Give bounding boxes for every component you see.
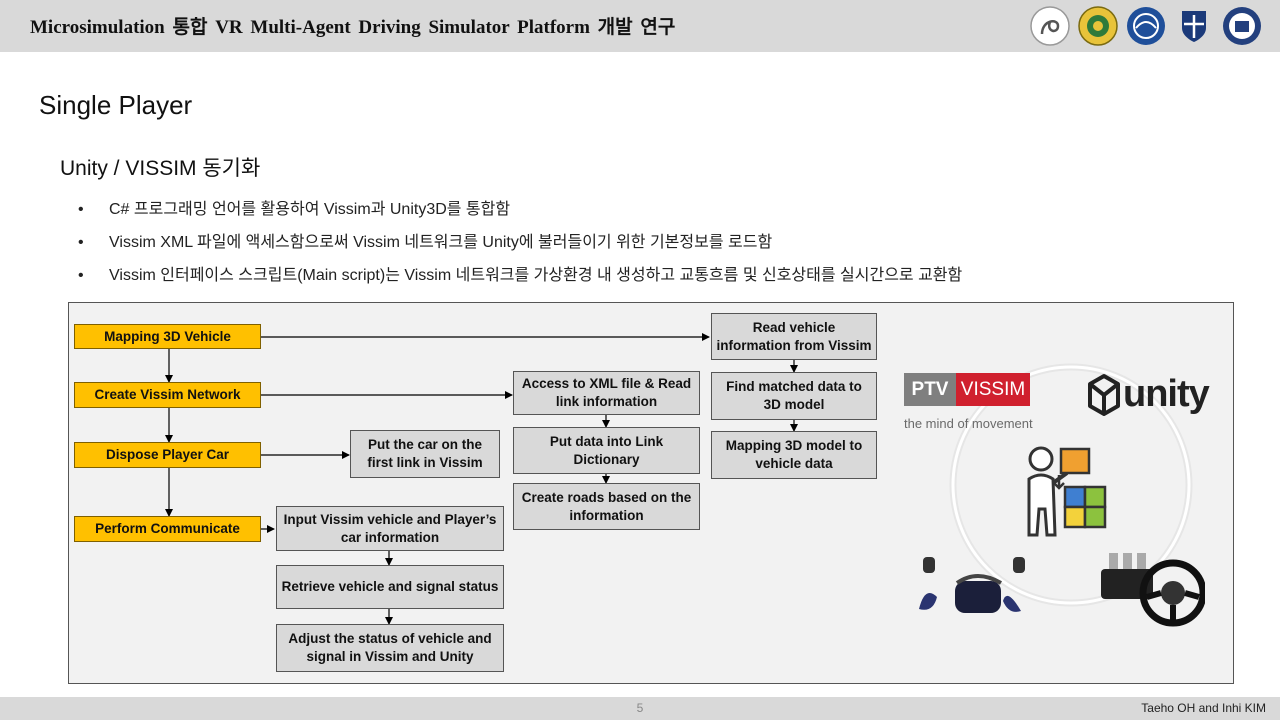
university-crest-icon [1174, 6, 1214, 46]
input-vehicle-info-step: Input Vissim vehicle and Player’s car in… [276, 506, 504, 551]
sync-ring-icon [949, 363, 1193, 607]
unity-wordmark: unity [1123, 373, 1210, 415]
logo-strip [1030, 6, 1262, 46]
footer-bar [0, 697, 1280, 720]
create-roads-step: Create roads based on the information [513, 483, 700, 530]
university-seal-icon [1078, 6, 1118, 46]
steering-wheel-icon [1099, 547, 1207, 627]
create-vissim-network-step: Create Vissim Network [74, 382, 261, 408]
mapping-3d-model-step: Mapping 3D model to vehicle data [711, 431, 877, 479]
ptv-label: PTV [904, 373, 956, 406]
read-vehicle-info-step: Read vehicle information from Vissim [711, 313, 877, 360]
bullet-item: C# 프로그래밍 언어를 활용하여 Vissim과 Unity3D를 통합함 [78, 200, 962, 220]
flow-arrows [165, 333, 798, 625]
author-credit: Taeho OH and Inhi KIM [1141, 701, 1266, 715]
institute-logo-icon [1222, 6, 1262, 46]
ptv-tagline: the mind of movement [904, 416, 1033, 431]
retrieve-status-step: Retrieve vehicle and signal status [276, 565, 504, 609]
vr-headset-icon [911, 551, 1031, 623]
unity-cube-icon [1087, 373, 1121, 417]
perform-communicate-step: Perform Communicate [74, 516, 261, 542]
puzzle-person-icon [1021, 443, 1107, 539]
vissim-label: VISSIM [956, 373, 1030, 406]
access-xml-step: Access to XML file & Read link informati… [513, 371, 700, 415]
page-number: 5 [636, 701, 644, 715]
bullet-item: Vissim 인터페이스 스크립트(Main script)는 Vissim 네… [78, 266, 962, 286]
find-matched-data-step: Find matched data to 3D model [711, 372, 877, 420]
university-emblem-icon [1126, 6, 1166, 46]
adjust-status-step: Adjust the status of vehicle and signal … [276, 624, 504, 672]
put-car-first-link-step: Put the car on the first link in Vissim [350, 430, 500, 478]
mapping-3d-vehicle-step: Mapping 3D Vehicle [74, 324, 261, 349]
university-logo-icon [1030, 6, 1070, 46]
section-title: Unity / VISSIM 동기화 [60, 157, 261, 180]
page-title: Single Player [39, 90, 193, 120]
bullet-item: Vissim XML 파일에 액세스함으로써 Vissim 네트워크를 Unit… [78, 233, 962, 253]
link-dictionary-step: Put data into Link Dictionary [513, 427, 700, 474]
dispose-player-car-step: Dispose Player Car [74, 442, 261, 468]
ptv-vissim-logo: PTV VISSIM [904, 373, 1030, 406]
bullet-list: C# 프로그래밍 언어를 활용하여 Vissim과 Unity3D를 통합함 V… [78, 200, 962, 299]
flow-diagram: Mapping 3D Vehicle Create Vissim Network… [68, 302, 1234, 684]
slide-header-title: Microsimulation 통합 VR Multi-Agent Drivin… [30, 17, 676, 38]
